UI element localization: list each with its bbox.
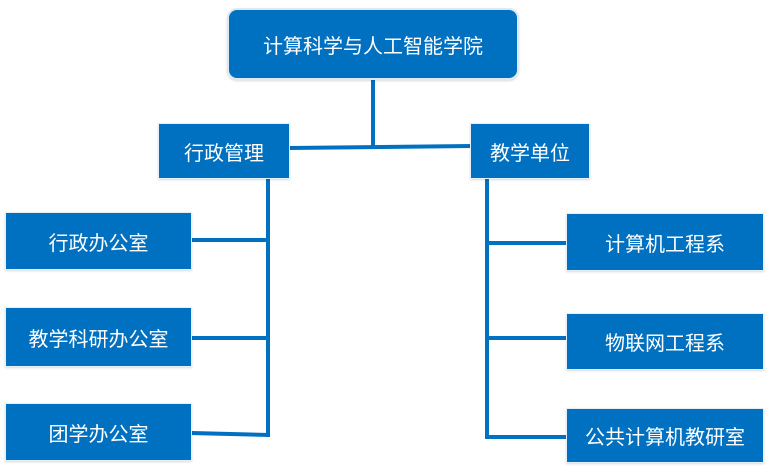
- branch-node-administration: 行政管理: [158, 123, 290, 179]
- leaf-label: 团学办公室: [48, 421, 149, 446]
- branch-node-teaching-units: 教学单位: [470, 123, 590, 179]
- leaf-label: 物联网工程系: [605, 331, 725, 355]
- leaf-label: 公共计算机教研室: [585, 425, 745, 449]
- leaf-node-admin-office: 行政办公室: [5, 212, 192, 270]
- root-node: 计算科学与人工智能学院: [227, 8, 519, 80]
- leaf-label: 行政办公室: [48, 230, 149, 255]
- leaf-node-public-computing: 公共计算机教研室: [566, 408, 764, 463]
- leaf-node-computer-engineering: 计算机工程系: [566, 213, 764, 271]
- leaf-label: 计算机工程系: [605, 231, 725, 256]
- branch-label: 教学单位: [490, 140, 570, 165]
- leaf-node-teaching-research-office: 教学科研办公室: [5, 307, 192, 367]
- leaf-node-iot-engineering: 物联网工程系: [566, 313, 764, 370]
- leaf-node-youth-league-office: 团学办公室: [5, 403, 192, 461]
- left-stub-youth: [189, 430, 271, 438]
- branch-label: 行政管理: [184, 140, 264, 165]
- branch-bar-line: [287, 143, 473, 151]
- root-label: 计算科学与人工智能学院: [263, 33, 483, 58]
- leaf-label: 教学科研办公室: [28, 326, 169, 351]
